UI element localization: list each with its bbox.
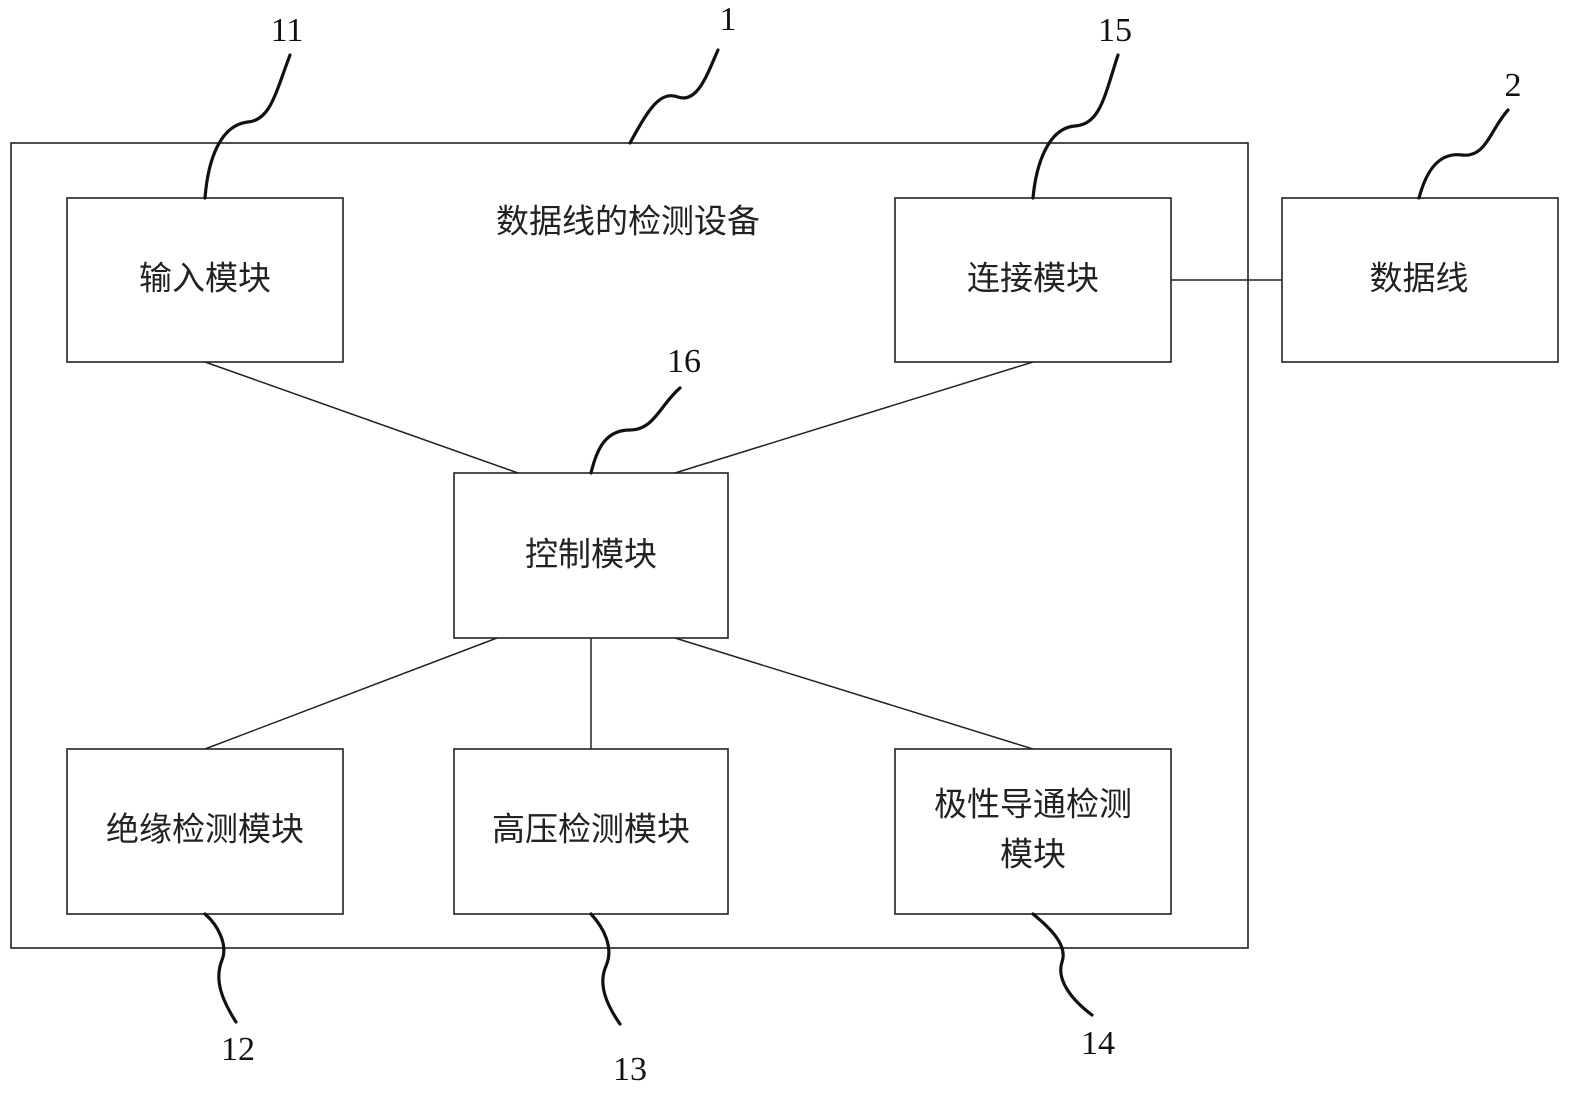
polarity-module-box xyxy=(895,749,1171,914)
leader-dataline xyxy=(1419,110,1508,198)
input-module-label: 输入模块 xyxy=(139,259,271,298)
leader-connect xyxy=(1033,55,1118,198)
ref-connect: 15 xyxy=(1098,12,1132,49)
connect-module-label: 连接模块 xyxy=(967,259,1099,298)
control-module-label: 控制模块 xyxy=(525,535,657,574)
leader-device xyxy=(630,50,718,143)
ref-polarity: 14 xyxy=(1081,1025,1115,1062)
ref-highvoltage: 13 xyxy=(613,1051,647,1088)
polarity-module-label-line1: 极性导通检测 xyxy=(934,785,1132,824)
link-input-control xyxy=(205,362,518,473)
dataline-label: 数据线 xyxy=(1370,259,1469,298)
link-connect-control xyxy=(675,362,1033,473)
ref-device: 1 xyxy=(720,1,737,38)
ref-insulation: 12 xyxy=(221,1031,255,1068)
insulation-module-label: 绝缘检测模块 xyxy=(106,810,304,849)
device-title: 数据线的检测设备 xyxy=(496,202,760,241)
leader-input xyxy=(205,55,290,198)
leader-highvoltage xyxy=(591,914,620,1024)
highvoltage-module-label: 高压检测模块 xyxy=(492,810,690,849)
link-control-insulation xyxy=(205,638,497,749)
polarity-module-label-line2: 模块 xyxy=(1000,835,1066,874)
leader-insulation xyxy=(205,914,236,1022)
ref-input: 11 xyxy=(271,12,304,49)
ref-control: 16 xyxy=(667,343,701,380)
link-control-polarity xyxy=(675,638,1033,749)
leader-control xyxy=(591,388,680,473)
leader-polarity xyxy=(1033,914,1092,1015)
ref-dataline: 2 xyxy=(1505,67,1522,104)
